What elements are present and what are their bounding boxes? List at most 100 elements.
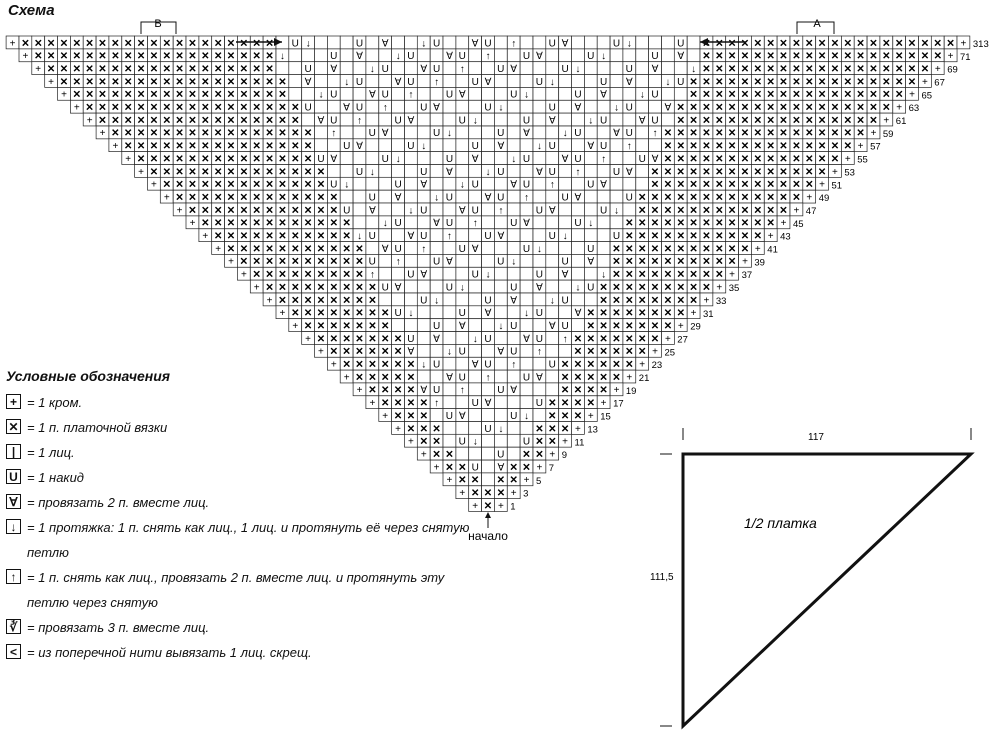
svg-text:U: U: [510, 282, 517, 293]
svg-text:U: U: [330, 90, 337, 101]
svg-text:✕: ✕: [574, 398, 582, 409]
svg-text:✕: ✕: [844, 128, 852, 139]
svg-text:✕: ✕: [342, 347, 350, 358]
svg-text:✕: ✕: [124, 90, 132, 101]
svg-text:✕: ✕: [779, 167, 787, 178]
svg-text:✕: ✕: [291, 103, 299, 114]
svg-text:✕: ✕: [767, 90, 775, 101]
svg-text:✕: ✕: [677, 180, 685, 191]
svg-text:✕: ✕: [818, 51, 826, 62]
svg-text:✕: ✕: [304, 154, 312, 165]
svg-text:✕: ✕: [612, 295, 620, 306]
svg-text:✕: ✕: [291, 193, 299, 204]
svg-text:↓: ↓: [524, 411, 529, 422]
half-shawl-triangle: [681, 452, 975, 730]
svg-text:✕: ✕: [278, 128, 286, 139]
svg-text:✕: ✕: [625, 231, 633, 242]
svg-text:✕: ✕: [612, 372, 620, 383]
svg-text:✕: ✕: [844, 103, 852, 114]
svg-text:✕: ✕: [278, 193, 286, 204]
svg-text:✕: ✕: [278, 90, 286, 101]
legend-item: |= 1 лиц.: [6, 440, 476, 465]
svg-text:✕: ✕: [265, 51, 273, 62]
svg-text:✕: ✕: [111, 90, 119, 101]
svg-text:U: U: [330, 51, 337, 62]
svg-text:+: +: [138, 167, 144, 178]
svg-text:✕: ✕: [599, 385, 607, 396]
svg-text:U: U: [497, 450, 504, 461]
svg-text:✕: ✕: [625, 295, 633, 306]
chart-row: +✕✕✕✕✕∀U↑U∀✕✕✕✕✕+: [339, 369, 637, 383]
svg-text:✕: ✕: [394, 347, 402, 358]
svg-text:✕: ✕: [689, 154, 697, 165]
svg-text:✕: ✕: [638, 295, 646, 306]
svg-text:✕: ✕: [715, 128, 723, 139]
svg-text:✕: ✕: [253, 231, 261, 242]
svg-text:↓: ↓: [396, 154, 401, 165]
svg-text:✕: ✕: [317, 244, 325, 255]
svg-text:✕: ✕: [651, 308, 659, 319]
svg-text:✕: ✕: [163, 141, 171, 152]
svg-text:✕: ✕: [715, 205, 723, 216]
svg-text:✕: ✕: [137, 90, 145, 101]
svg-text:✕: ✕: [792, 167, 800, 178]
svg-text:✕: ✕: [599, 282, 607, 293]
svg-text:✕: ✕: [214, 90, 222, 101]
svg-text:U: U: [292, 38, 299, 49]
svg-text:✕: ✕: [265, 141, 273, 152]
svg-text:✕: ✕: [278, 115, 286, 126]
svg-text:↑: ↑: [434, 77, 439, 88]
chart-row: +✕✕✕✕✕✕✕✕✕✕✕✕✕✕✕✕↑U∀U↓U∀↓U∀U↑✕✕✕✕✕✕✕✕✕✕✕…: [95, 125, 881, 140]
svg-text:✕: ✕: [651, 218, 659, 229]
diagram-title: Схема: [8, 2, 55, 19]
svg-text:✕: ✕: [98, 115, 106, 126]
svg-text:✕: ✕: [664, 231, 672, 242]
svg-text:U: U: [510, 90, 517, 101]
svg-text:↓: ↓: [537, 244, 542, 255]
svg-text:✕: ✕: [831, 90, 839, 101]
svg-text:∀: ∀: [446, 167, 453, 178]
svg-text:✕: ✕: [124, 103, 132, 114]
svg-text:U: U: [626, 193, 633, 204]
svg-text:✕: ✕: [175, 167, 183, 178]
svg-text:↑: ↑: [396, 257, 401, 268]
svg-text:✕: ✕: [368, 347, 376, 358]
svg-text:↑: ↑: [575, 167, 580, 178]
marker-a: A: [813, 18, 821, 30]
svg-text:✕: ✕: [638, 321, 646, 332]
svg-text:✕: ✕: [882, 64, 890, 75]
chart-row: +✕✕✕✕✕✕∀↓U∀U↑✕✕✕✕✕✕+: [314, 344, 662, 358]
svg-text:U: U: [484, 295, 491, 306]
svg-text:↑: ↑: [498, 205, 503, 216]
svg-text:✕: ✕: [150, 77, 158, 88]
chart-row: +✕✕✕✕✕✕✕✕✕✕✕✕✕U∀↓U∀U↑U∀U✕✕✕✕✕✕✕✕✕✕✕✕✕+: [159, 189, 816, 204]
svg-text:U: U: [420, 295, 427, 306]
svg-text:✕: ✕: [728, 257, 736, 268]
svg-text:↓: ↓: [691, 64, 696, 75]
svg-text:✕: ✕: [535, 450, 543, 461]
svg-text:U: U: [497, 257, 504, 268]
legend-item: += 1 кром.: [6, 390, 476, 415]
svg-text:✕: ✕: [330, 205, 338, 216]
svg-text:✕: ✕: [599, 372, 607, 383]
svg-text:↑: ↑: [653, 128, 658, 139]
svg-text:✕: ✕: [561, 411, 569, 422]
svg-text:✕: ✕: [304, 180, 312, 191]
svg-text:↓: ↓: [421, 141, 426, 152]
svg-text:✕: ✕: [946, 38, 954, 49]
svg-text:∀: ∀: [330, 64, 337, 75]
svg-text:U: U: [356, 167, 363, 178]
svg-text:✕: ✕: [702, 115, 710, 126]
row-number-label: 43: [780, 232, 791, 243]
svg-text:✕: ✕: [188, 38, 196, 49]
svg-text:✕: ✕: [253, 270, 261, 281]
svg-text:✕: ✕: [805, 90, 813, 101]
chart-row: +✕✕✕✕✕✕✕✕U↓U∀↓U✕✕✕✕✕✕✕✕+: [262, 292, 714, 306]
svg-text:✕: ✕: [741, 90, 749, 101]
svg-text:✕: ✕: [818, 115, 826, 126]
svg-text:✕: ✕: [844, 141, 852, 152]
svg-text:✕: ✕: [908, 77, 916, 88]
svg-text:✕: ✕: [741, 64, 749, 75]
svg-text:✕: ✕: [304, 218, 312, 229]
svg-text:∀: ∀: [433, 218, 440, 229]
